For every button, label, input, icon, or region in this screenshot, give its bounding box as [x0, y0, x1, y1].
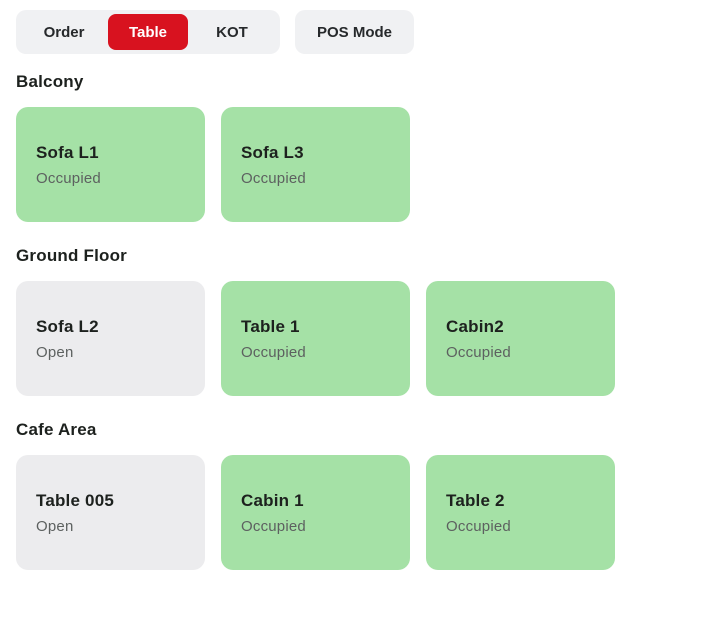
- floor-section: Ground Floor Sofa L2 Open Table 1 Occupi…: [16, 246, 699, 396]
- table-card[interactable]: Table 2 Occupied: [426, 455, 615, 570]
- section-title: Cafe Area: [16, 420, 97, 439]
- table-status: Occupied: [446, 343, 511, 361]
- table-name: Table 1: [241, 316, 300, 336]
- sections-container: Balcony Sofa L1 Occupied Sofa L3 Occupie…: [16, 72, 699, 570]
- section-title: Ground Floor: [16, 246, 127, 265]
- table-status: Occupied: [446, 517, 511, 535]
- table-name: Table 2: [446, 490, 505, 510]
- table-status: Open: [36, 517, 74, 535]
- table-status: Open: [36, 343, 74, 361]
- table-cards-row: Sofa L2 Open Table 1 Occupied Cabin2 Occ…: [16, 281, 699, 396]
- tab-kot[interactable]: KOT: [188, 14, 276, 50]
- table-card[interactable]: Sofa L2 Open: [16, 281, 205, 396]
- table-name: Sofa L3: [241, 142, 304, 162]
- table-status: Occupied: [241, 343, 306, 361]
- table-status: Occupied: [241, 517, 306, 535]
- table-card[interactable]: Table 1 Occupied: [221, 281, 410, 396]
- pos-mode-button[interactable]: POS Mode: [295, 10, 415, 54]
- floor-section: Balcony Sofa L1 Occupied Sofa L3 Occupie…: [16, 72, 699, 222]
- table-card[interactable]: Cabin2 Occupied: [426, 281, 615, 396]
- tab-order[interactable]: Order: [20, 14, 108, 50]
- table-status: Occupied: [241, 169, 306, 187]
- table-cards-row: Sofa L1 Occupied Sofa L3 Occupied: [16, 107, 699, 222]
- floor-section: Cafe Area Table 005 Open Cabin 1 Occupie…: [16, 420, 699, 570]
- table-card[interactable]: Sofa L1 Occupied: [16, 107, 205, 222]
- table-card[interactable]: Table 005 Open: [16, 455, 205, 570]
- section-title: Balcony: [16, 72, 84, 91]
- table-cards-row: Table 005 Open Cabin 1 Occupied Table 2 …: [16, 455, 699, 570]
- table-card[interactable]: Cabin 1 Occupied: [221, 455, 410, 570]
- table-card[interactable]: Sofa L3 Occupied: [221, 107, 410, 222]
- tab-table[interactable]: Table: [108, 14, 188, 50]
- table-status: Occupied: [36, 169, 101, 187]
- table-name: Cabin 1: [241, 490, 304, 510]
- table-name: Sofa L2: [36, 316, 99, 336]
- table-name: Table 005: [36, 490, 115, 510]
- table-name: Cabin2: [446, 316, 504, 336]
- table-name: Sofa L1: [36, 142, 99, 162]
